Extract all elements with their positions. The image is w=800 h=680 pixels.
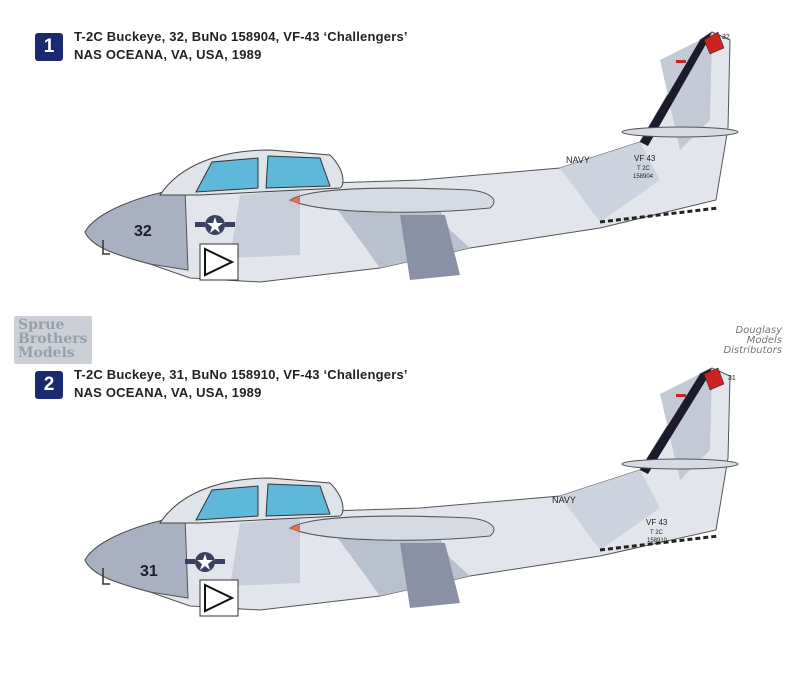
- tail-type-text: T 2C: [637, 166, 651, 172]
- sprue-brothers-watermark-logo: Sprue Brothers Models: [14, 316, 92, 364]
- aircraft-profile-illustration: 32 32 NAVY VF 43 T 2C 158904: [84, 31, 739, 283]
- tail-unit-text: VF 43: [646, 518, 668, 527]
- nose-number: 31: [140, 563, 158, 580]
- aircraft-profile-illustration: 31 31 NAVY VF 43 T 2C 158910: [84, 367, 739, 617]
- distributor-logo: Douglasy Models Distributors: [723, 325, 782, 356]
- tail-navy-text: NAVY: [552, 495, 576, 505]
- profile-location: NAS OCEANA, VA, USA, 1989: [74, 47, 262, 62]
- profile-title: T-2C Buckeye, 32, BuNo 158904, VF-43 ‘Ch…: [74, 29, 408, 44]
- tail-buno-text: 158910: [647, 538, 668, 544]
- tail-navy-text: NAVY: [566, 155, 590, 165]
- profile-title: T-2C Buckeye, 31, BuNo 158910, VF-43 ‘Ch…: [74, 367, 408, 382]
- tail-number: 32: [722, 34, 730, 41]
- tail-buno-text: 158904: [633, 174, 654, 180]
- tail-unit-text: VF 43: [634, 154, 656, 163]
- profile-number-badge: 1: [35, 33, 63, 61]
- profile-1: 1 T-2C Buckeye, 32, BuNo 158904, VF-43 ‘…: [0, 0, 800, 330]
- nose-number: 32: [134, 223, 152, 240]
- profile-2: 2 T-2C Buckeye, 31, BuNo 158910, VF-43 ‘…: [0, 340, 800, 670]
- tail-number: 31: [728, 375, 736, 382]
- profile-location: NAS OCEANA, VA, USA, 1989: [74, 385, 262, 400]
- tail-type-text: T 2C: [650, 530, 664, 536]
- profile-caption: T-2C Buckeye, 32, BuNo 158904, VF-43 ‘Ch…: [74, 28, 408, 64]
- profile-number-badge: 2: [35, 371, 63, 399]
- profile-caption: T-2C Buckeye, 31, BuNo 158910, VF-43 ‘Ch…: [74, 366, 408, 402]
